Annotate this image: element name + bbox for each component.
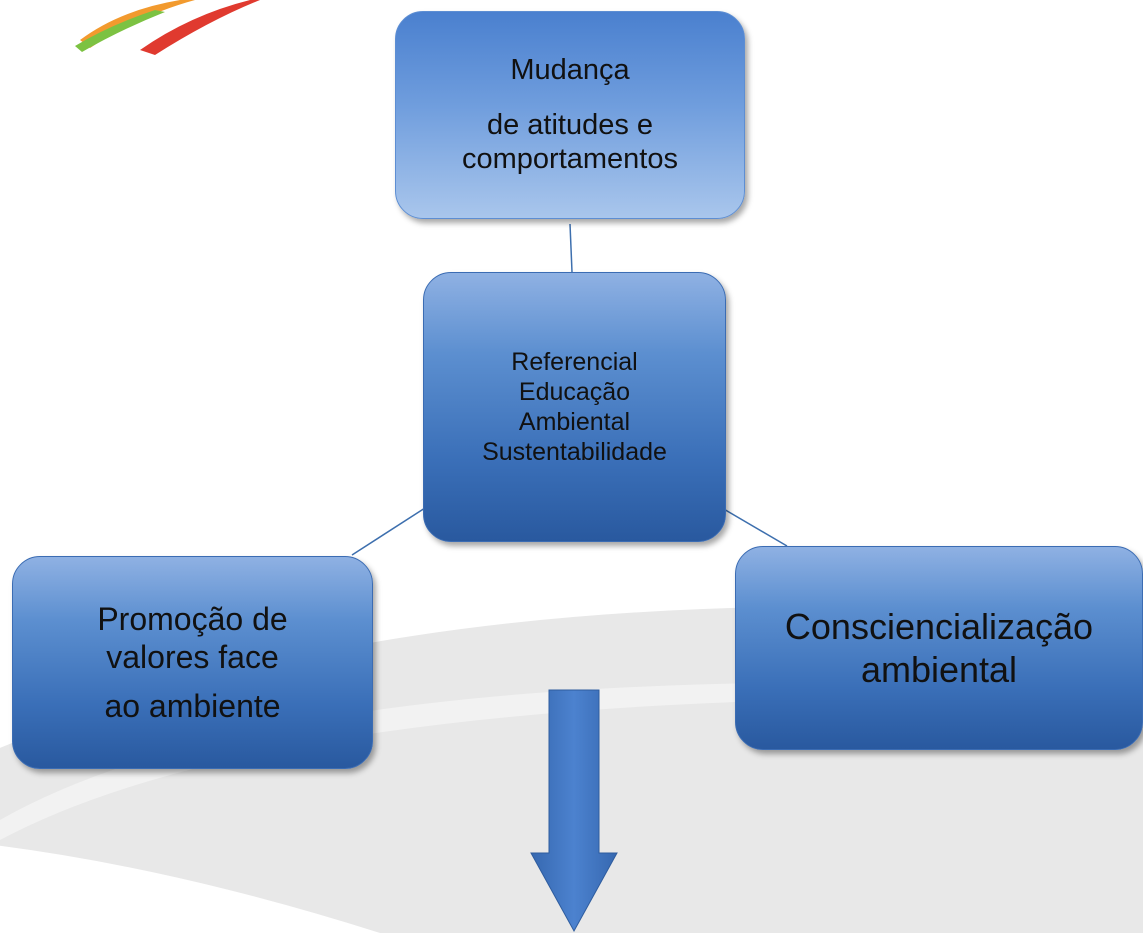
node-top-change-attitudes: Mudança de atitudes e comportamentos <box>395 11 745 219</box>
node-left-line-2: valores face <box>106 639 279 676</box>
node-top-line-2: de atitudes e <box>486 108 654 141</box>
node-right-awareness: Consciencialização ambiental <box>735 546 1143 750</box>
node-left-promotion-values: Promoção de valores face ao ambiente <box>12 556 373 769</box>
node-right-line-1: Consciencialização <box>784 605 1094 647</box>
node-right-line-2: ambiental <box>860 649 1018 690</box>
node-left-line-1: Promoção de <box>97 600 288 637</box>
node-center-line-2: Educação <box>518 378 631 406</box>
node-center-line-4: Sustentabilidade <box>482 438 667 466</box>
logo-swoosh-icon <box>75 0 260 55</box>
node-top-line-3: comportamentos <box>462 143 678 176</box>
node-left-line-3: ao ambiente <box>104 687 281 724</box>
down-arrow-icon <box>530 689 618 933</box>
node-center-referencial: Referencial Educação Ambiental Sustentab… <box>423 272 726 542</box>
node-center-line-3: Ambiental <box>518 408 631 436</box>
node-top-line-1: Mudança <box>510 53 630 86</box>
node-center-line-1: Referencial <box>511 348 638 376</box>
